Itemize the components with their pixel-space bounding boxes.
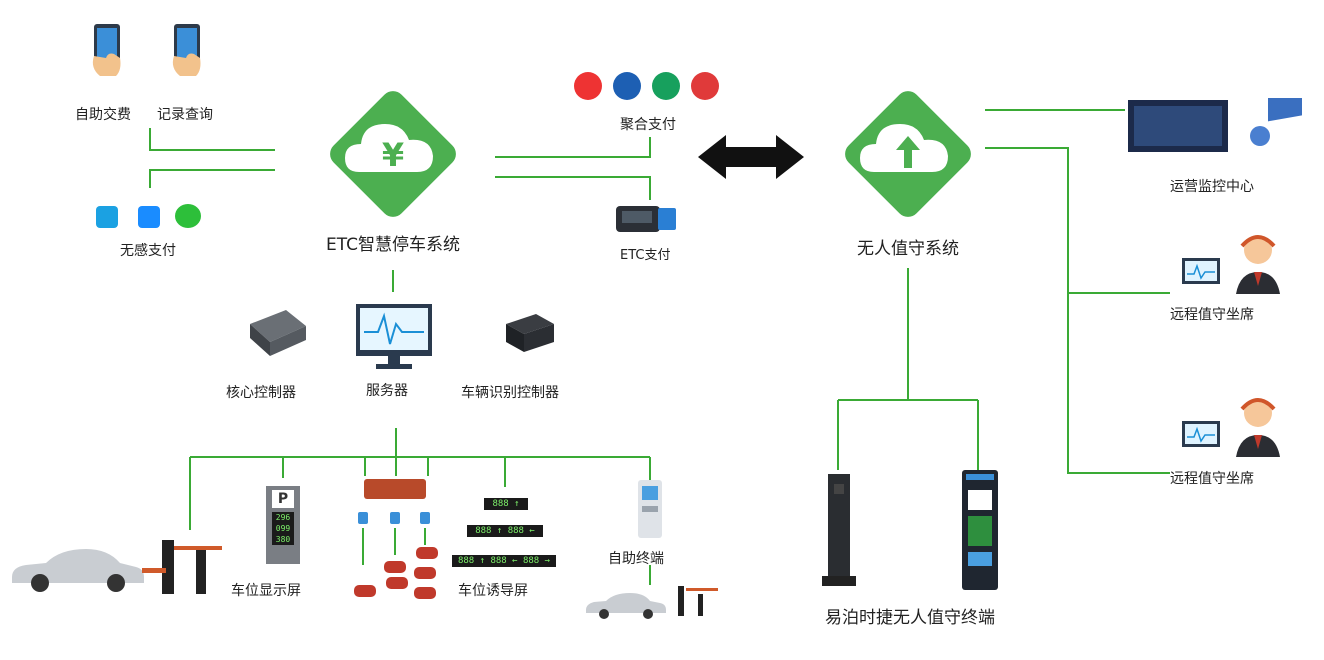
sensor-icon xyxy=(390,512,400,524)
record-query-phone-icon xyxy=(172,24,201,76)
wechat-pay-icon xyxy=(175,204,201,228)
small-car-icon xyxy=(586,593,666,619)
parked-car-icon xyxy=(354,585,376,597)
ops-center-screens-icon xyxy=(1128,98,1302,152)
parked-car-icon xyxy=(414,567,436,579)
record-query-label: 记录查询 xyxy=(157,107,213,123)
yuan-symbol: ¥ xyxy=(381,136,405,174)
alipay-icon xyxy=(138,206,160,228)
sensor-icon xyxy=(358,512,368,524)
space-display-digit: 099 xyxy=(275,524,291,533)
parked-car-icon xyxy=(416,547,438,559)
remote-seat-2-label: 远程值守坐席 xyxy=(1170,471,1254,487)
guidance-screen-medium: 888 ↑ 888 ← xyxy=(467,525,543,537)
parked-car-icon xyxy=(386,577,408,589)
guidance-screen-large: 888 ↑ 888 ← 888 → xyxy=(452,555,556,567)
remote-seat-1-label: 远程值守坐席 xyxy=(1170,307,1254,323)
self-pay-label: 自助交费 xyxy=(75,107,131,123)
unattended-system-title: 无人值守系统 xyxy=(857,239,959,259)
core-controller-label: 核心控制器 xyxy=(226,385,296,401)
unattended-terminal-label: 易泊时捷无人值守终端 xyxy=(825,608,995,628)
unattended-terminal-kiosk-icon xyxy=(962,470,998,590)
remote-seat-operator-icon xyxy=(1182,398,1280,457)
space-guidance-label: 车位诱导屏 xyxy=(458,583,528,599)
self-pay-phone-icon xyxy=(92,24,121,76)
remote-seat-operator-icon xyxy=(1182,235,1280,294)
bidirectional-arrow-icon xyxy=(698,135,804,179)
ops-center-label: 运营监控中心 xyxy=(1170,179,1254,195)
space-display-digit: 380 xyxy=(275,535,291,544)
parked-car-icon xyxy=(384,561,406,573)
space-display-digit: 296 xyxy=(275,513,291,522)
space-display-digits: 296 099 380 xyxy=(272,512,294,545)
bank-icon-2 xyxy=(613,72,641,100)
small-barrier-gate-icon xyxy=(678,586,718,616)
server-label: 服务器 xyxy=(366,383,408,399)
space-display-label: 车位显示屏 xyxy=(231,583,301,599)
server-monitor-icon xyxy=(356,304,432,369)
barrier-gate-icon xyxy=(142,540,222,594)
self-terminal-label: 自助终端 xyxy=(608,551,664,567)
etc-parking-cloud-icon xyxy=(330,91,456,217)
car-icon xyxy=(12,549,144,592)
unattended-terminal-pole-icon xyxy=(822,474,856,586)
pay-app-blue-icon xyxy=(96,206,118,228)
bank-icon-1 xyxy=(574,72,602,100)
self-terminal-kiosk-icon xyxy=(638,480,662,538)
unattended-cloud-icon xyxy=(845,91,971,217)
core-controller-icon xyxy=(250,310,306,356)
vehicle-recognition-label: 车辆识别控制器 xyxy=(461,385,559,401)
senseless-pay-label: 无感支付 xyxy=(120,243,176,259)
bank-icon-3 xyxy=(652,72,680,100)
etc-pay-label: ETC支付 xyxy=(620,248,671,263)
sensor-icon xyxy=(420,512,430,524)
aggregate-pay-label: 聚合支付 xyxy=(620,117,676,133)
vehicle-recognition-controller-icon xyxy=(506,314,554,352)
etc-device-icon xyxy=(616,206,676,232)
bank-icon-4 xyxy=(691,72,719,100)
guidance-screen-small: 888 ↑ xyxy=(484,498,528,510)
parking-sign: P xyxy=(272,490,294,508)
etc-parking-system-title: ETC智慧停车系统 xyxy=(326,235,460,255)
overhead-detector-icon xyxy=(364,479,426,499)
parked-car-icon xyxy=(414,587,436,599)
